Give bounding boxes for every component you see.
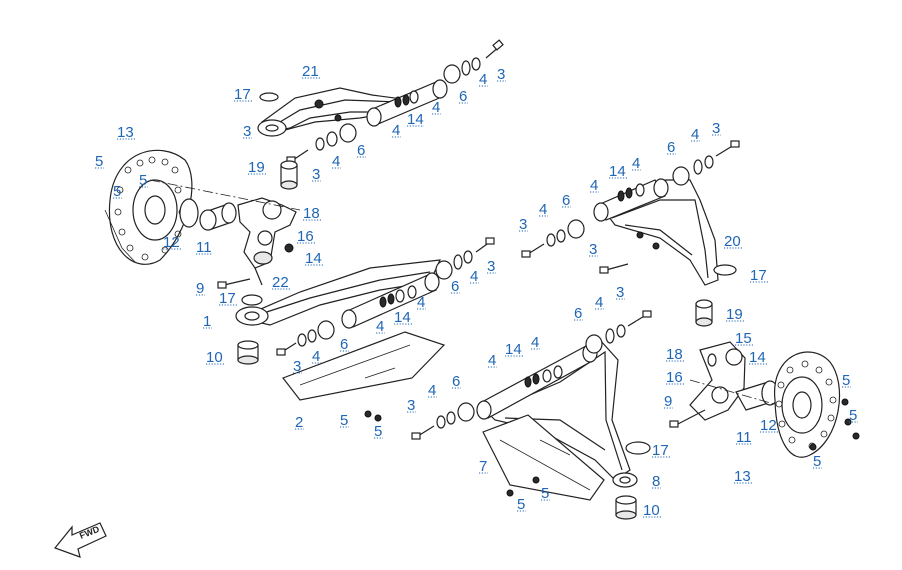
callout-4: 4 bbox=[595, 294, 603, 311]
callout-12: 12 bbox=[760, 417, 777, 434]
callout-19: 19 bbox=[726, 306, 743, 323]
left-brake-disc bbox=[104, 149, 193, 265]
callout-5: 5 bbox=[340, 412, 348, 429]
lower-right-a-arm bbox=[411, 310, 652, 520]
callout-6: 6 bbox=[451, 278, 459, 295]
callout-4: 4 bbox=[332, 153, 340, 170]
callout-9: 9 bbox=[664, 393, 672, 410]
callout-4: 4 bbox=[312, 348, 320, 365]
callout-3: 3 bbox=[243, 123, 251, 140]
callout-4: 4 bbox=[531, 334, 539, 351]
callout-17: 17 bbox=[219, 290, 236, 307]
callout-6: 6 bbox=[562, 192, 570, 209]
callout-10: 10 bbox=[206, 349, 223, 366]
callout-9: 9 bbox=[196, 280, 204, 297]
callout-6: 6 bbox=[574, 305, 582, 322]
callout-3: 3 bbox=[616, 284, 624, 301]
callout-5: 5 bbox=[517, 496, 525, 513]
callout-21: 21 bbox=[302, 63, 319, 80]
callout-19: 19 bbox=[248, 159, 265, 176]
callout-14: 14 bbox=[394, 309, 411, 326]
callout-14: 14 bbox=[407, 111, 424, 128]
callout-4: 4 bbox=[417, 294, 425, 311]
callout-18: 18 bbox=[666, 346, 683, 363]
callout-7: 7 bbox=[479, 458, 487, 475]
callout-5: 5 bbox=[842, 372, 850, 389]
callout-13: 13 bbox=[117, 124, 134, 141]
callout-3: 3 bbox=[293, 358, 301, 375]
callout-12: 12 bbox=[163, 234, 180, 251]
callout-6: 6 bbox=[667, 139, 675, 156]
callout-18: 18 bbox=[303, 205, 320, 222]
upper-left-a-arm bbox=[257, 39, 504, 190]
callout-10: 10 bbox=[643, 502, 660, 519]
callout-13: 13 bbox=[734, 468, 751, 485]
left-knuckle bbox=[149, 179, 301, 306]
callout-8: 8 bbox=[652, 473, 660, 490]
callout-6: 6 bbox=[357, 142, 365, 159]
callout-5: 5 bbox=[113, 183, 121, 200]
callout-17: 17 bbox=[750, 267, 767, 284]
right-knuckle bbox=[669, 341, 831, 428]
callout-22: 22 bbox=[272, 274, 289, 291]
callout-20: 20 bbox=[724, 233, 741, 250]
callout-2: 2 bbox=[295, 414, 303, 431]
right-brake-disc bbox=[774, 351, 860, 458]
callout-16: 16 bbox=[297, 228, 314, 245]
callout-4: 4 bbox=[392, 122, 400, 139]
callout-11: 11 bbox=[196, 239, 212, 256]
callout-14: 14 bbox=[609, 163, 626, 180]
callout-11: 11 bbox=[736, 429, 752, 446]
callout-6: 6 bbox=[452, 373, 460, 390]
callout-14: 14 bbox=[505, 341, 522, 358]
callout-4: 4 bbox=[470, 268, 478, 285]
left-skid-plate bbox=[282, 331, 446, 422]
callout-3: 3 bbox=[589, 241, 597, 258]
callout-6: 6 bbox=[459, 88, 467, 105]
callout-3: 3 bbox=[312, 166, 320, 183]
callout-4: 4 bbox=[432, 99, 440, 116]
callout-4: 4 bbox=[376, 318, 384, 335]
callout-17: 17 bbox=[234, 86, 251, 103]
callout-5: 5 bbox=[95, 153, 103, 170]
callout-4: 4 bbox=[488, 352, 496, 369]
lower-left-a-arm bbox=[235, 237, 495, 365]
callout-5: 5 bbox=[541, 485, 549, 502]
callout-5: 5 bbox=[813, 453, 821, 470]
callout-4: 4 bbox=[590, 177, 598, 194]
callout-3: 3 bbox=[712, 120, 720, 137]
callout-3: 3 bbox=[519, 216, 527, 233]
callout-4: 4 bbox=[539, 201, 547, 218]
callout-17: 17 bbox=[652, 442, 669, 459]
callout-4: 4 bbox=[691, 126, 699, 143]
callout-3: 3 bbox=[487, 258, 495, 275]
callout-15: 15 bbox=[735, 330, 752, 347]
callout-3: 3 bbox=[407, 397, 415, 414]
callout-4: 4 bbox=[428, 382, 436, 399]
callout-5: 5 bbox=[849, 407, 857, 424]
callout-4: 4 bbox=[479, 71, 487, 88]
callout-5: 5 bbox=[374, 423, 382, 440]
upper-right-a-arm bbox=[521, 140, 740, 327]
callout-6: 6 bbox=[340, 336, 348, 353]
forward-direction-arrow: FWD bbox=[54, 522, 107, 558]
callout-5: 5 bbox=[139, 172, 147, 189]
callout-16: 16 bbox=[666, 369, 683, 386]
right-skid-plate bbox=[482, 414, 605, 501]
callout-3: 3 bbox=[497, 66, 505, 83]
callout-4: 4 bbox=[632, 155, 640, 172]
callout-14: 14 bbox=[305, 250, 322, 267]
callout-14: 14 bbox=[749, 349, 766, 366]
callout-1: 1 bbox=[203, 313, 211, 330]
